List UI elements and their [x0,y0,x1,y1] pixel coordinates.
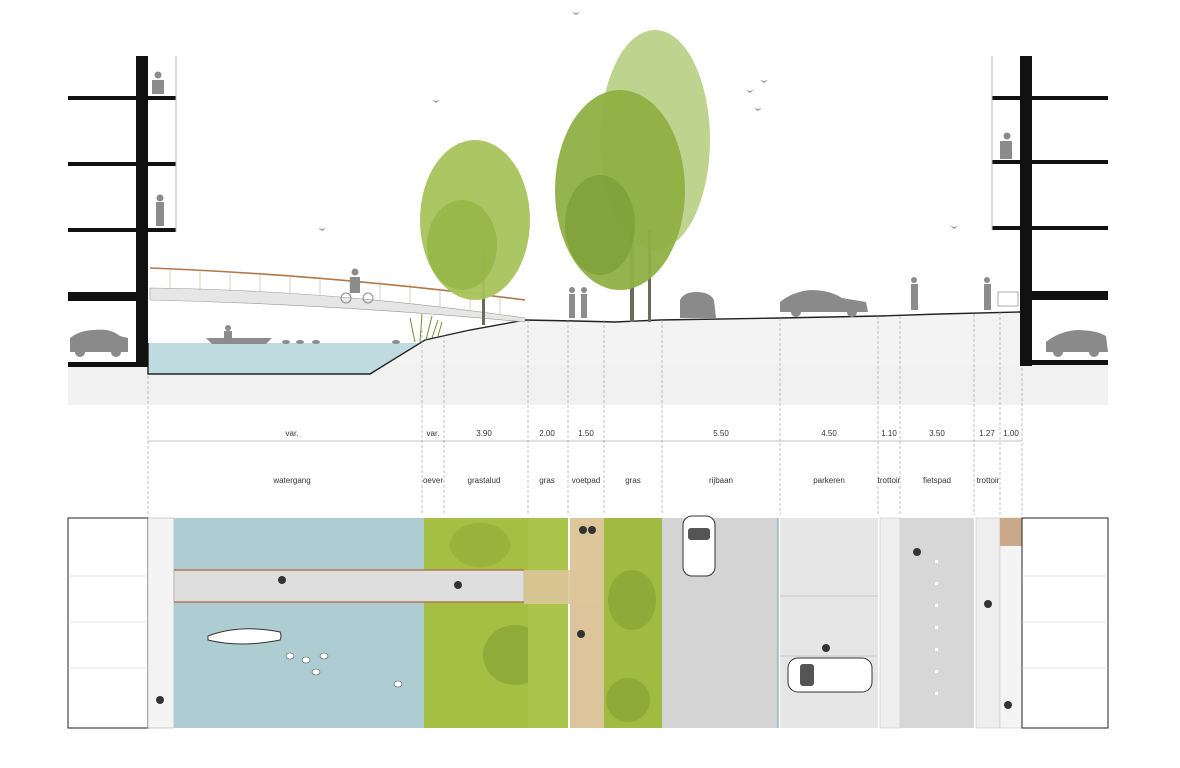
plan-view [67,515,1109,729]
dim-trottoir1: 1.10 [881,429,897,438]
zone-trottoir2: trottoir [977,476,1000,485]
dim-edge: 1.00 [1003,429,1019,438]
ducks [282,340,400,344]
dim-voetpad: 1.50 [578,429,594,438]
dim-trottoir2: 1.27 [979,429,995,438]
plan-boat [207,628,282,645]
tree-small [420,140,530,325]
zone-oever: oever [423,476,443,485]
water-section [148,343,420,374]
plan-gras1 [528,518,568,728]
dim-gras1: 2.00 [539,429,555,438]
birds [318,12,958,231]
people-figures [152,71,1012,318]
plan-car-rijbaan [682,515,716,577]
plan-rijbaan [662,518,778,728]
plan-fietspad [900,518,974,728]
plan-parkeren [780,518,878,728]
car-parkeren [780,290,868,317]
plan-ducks [285,652,403,688]
reeds [409,313,443,343]
zone-fietspad: fietspad [923,476,951,485]
zone-gras2: gras [625,476,641,485]
zone-voetpad: voetpad [572,476,600,485]
terrain-line [147,311,1021,375]
zone-parkeren: parkeren [813,476,845,485]
zone-guides [147,312,1023,515]
dim-oever: var. [427,429,440,438]
plan-water [174,518,424,728]
plan-trottoir1 [879,517,901,729]
zone-gras1: gras [539,476,555,485]
dim-grastalud: 3.90 [476,429,492,438]
plan-quay-left [147,517,175,729]
dim-watergang: var. [286,429,299,438]
car-left-building [70,329,128,357]
cross-section [68,12,1108,405]
terrain-body [148,312,1020,374]
tree-large-front [555,90,685,322]
bench [997,291,1019,307]
zone-trottoir1: trottoir [878,476,901,485]
zone-watergang: watergang [272,476,310,485]
plan-building-left [67,517,149,729]
plan-building-right [1021,517,1109,729]
car-rijbaan [680,292,716,318]
left-building [68,56,177,367]
boat [206,325,272,344]
plan-car-parkeren [787,657,873,693]
car-right-building [1046,330,1108,357]
dim-fietspad: 3.50 [929,429,945,438]
plan-people [156,526,1012,709]
plan-edge [999,517,1023,729]
zone-labels: watergang oever grastalud gras voetpad g… [272,476,999,485]
zone-grastalud: grastalud [468,476,501,485]
dimension-labels: var. var. 3.90 2.00 1.50 5.50 4.50 1.10 … [286,429,1020,438]
dim-rijbaan: 5.50 [713,429,729,438]
right-building [991,56,1108,366]
zone-rijbaan: rijbaan [709,476,733,485]
plan-bridge [173,518,604,604]
dim-parkeren: 4.50 [821,429,837,438]
plan-trottoir2 [975,517,1001,729]
